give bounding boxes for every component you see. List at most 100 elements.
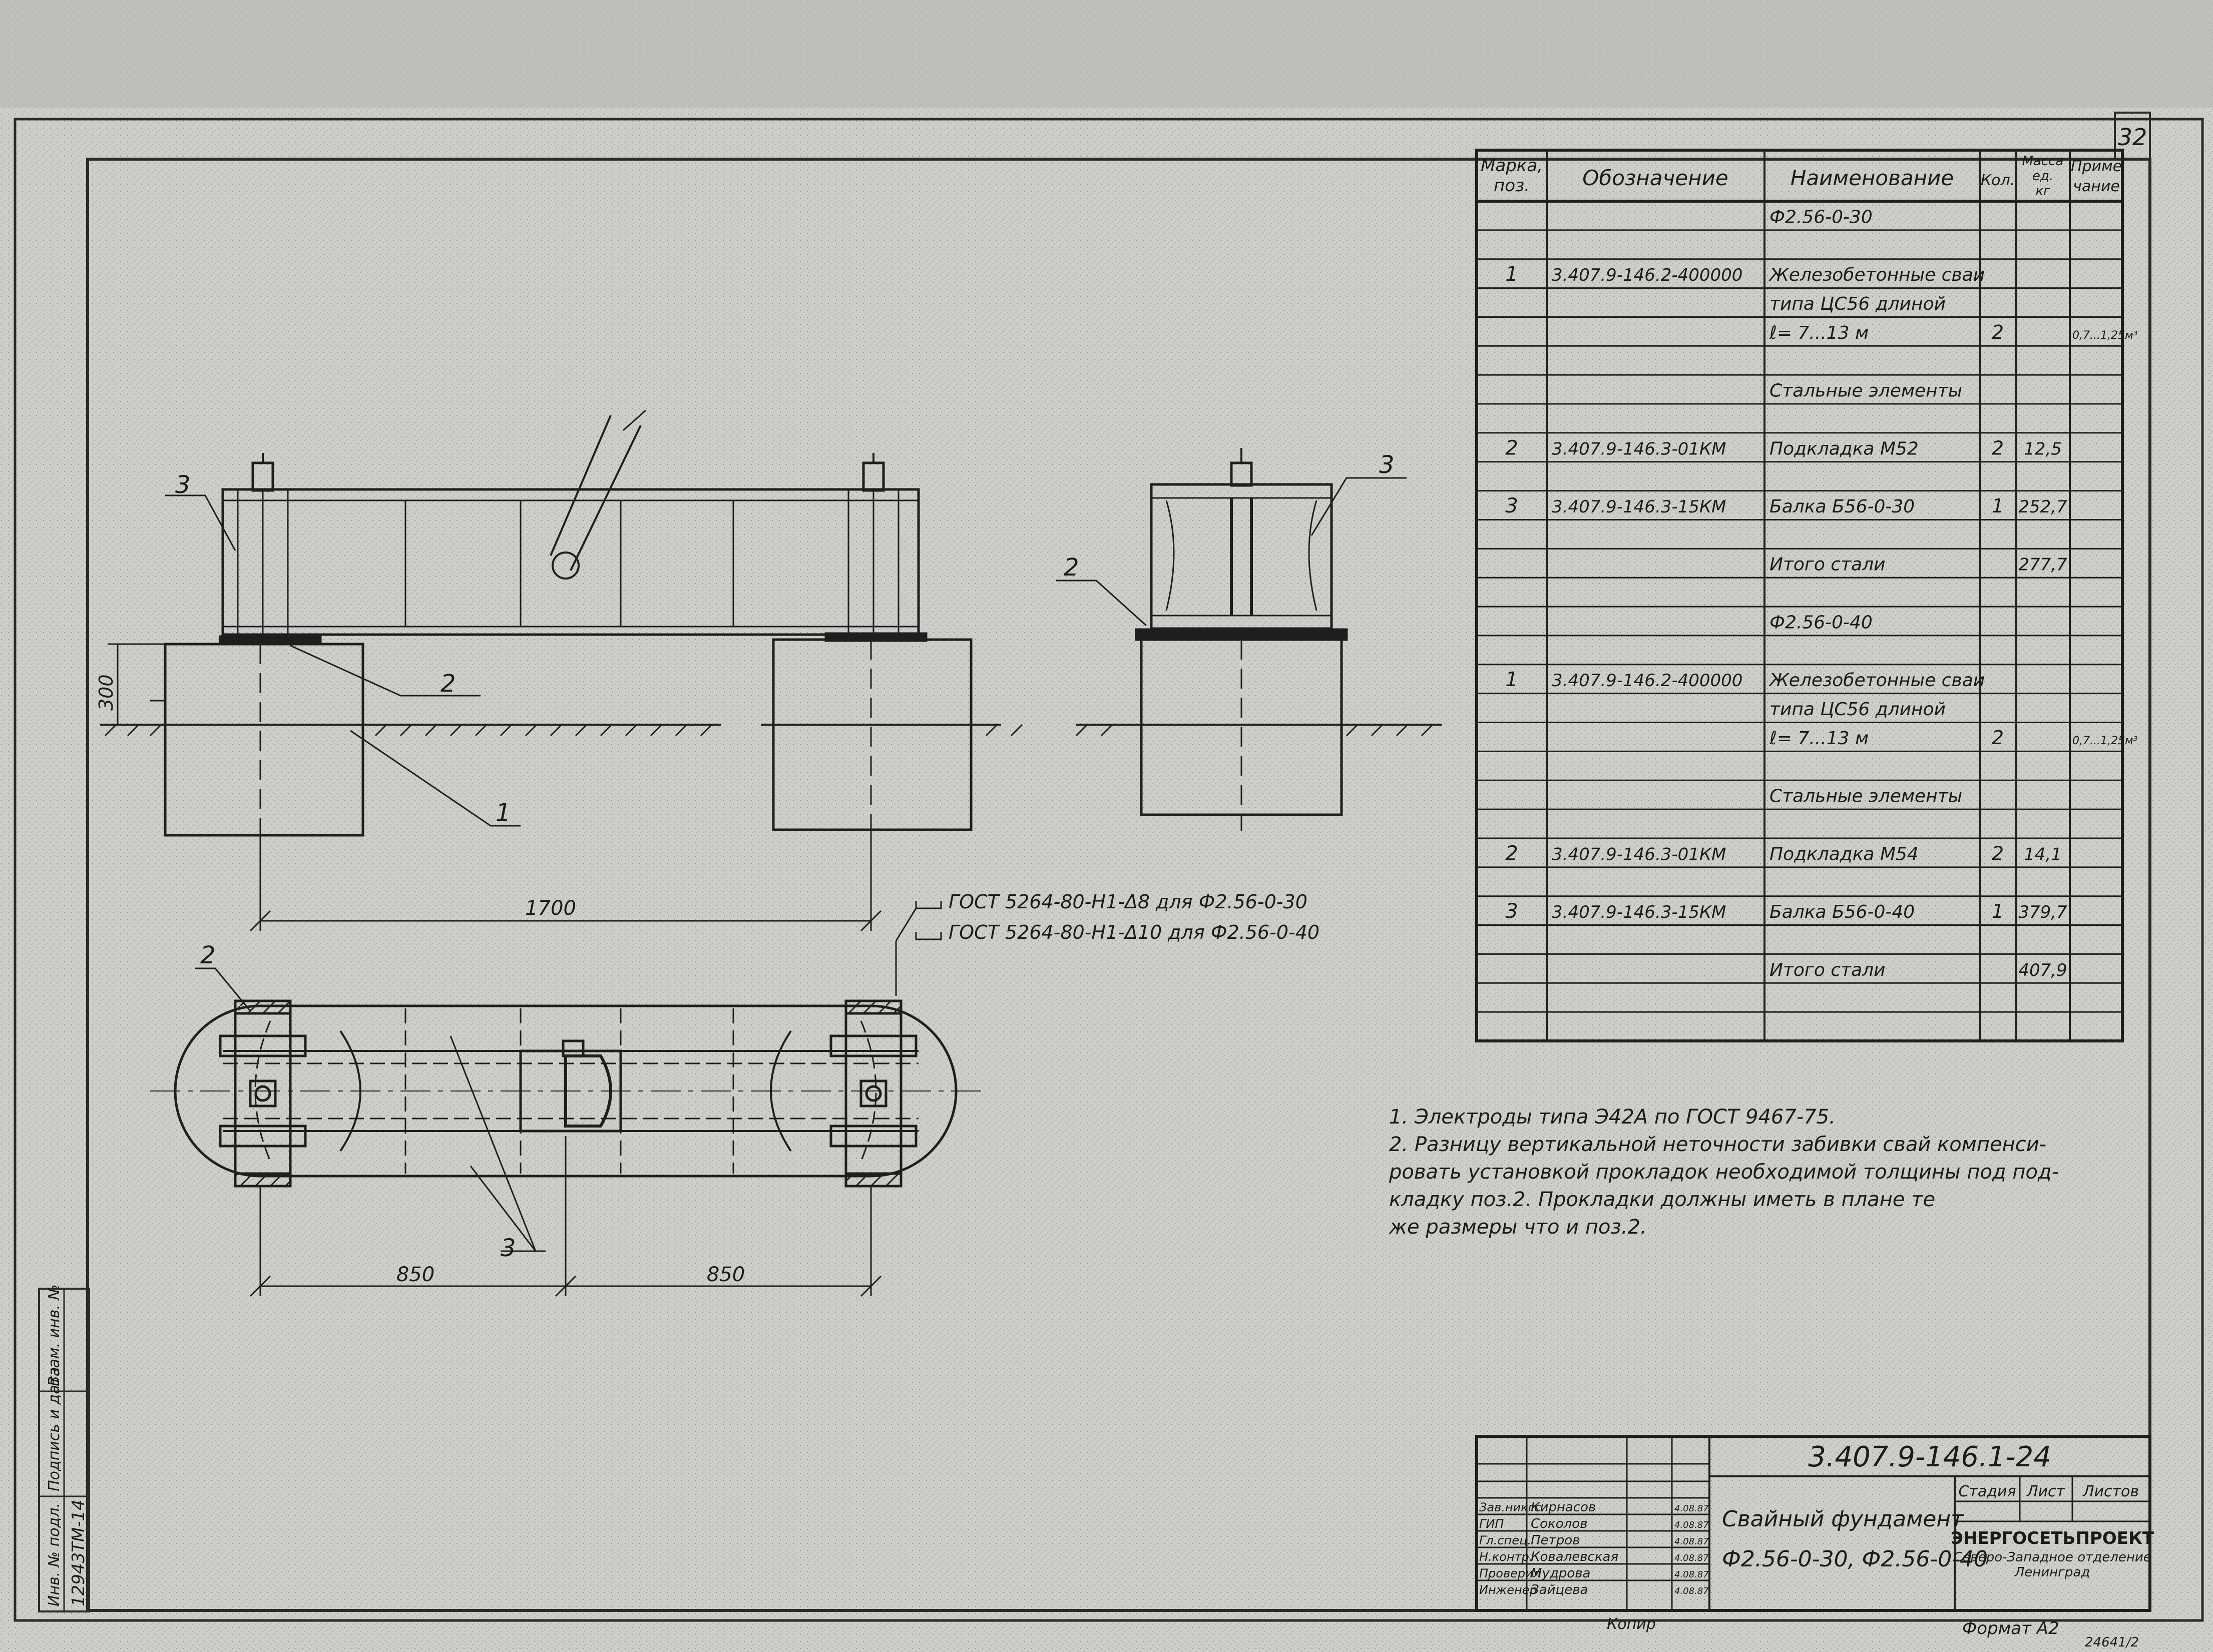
hdr-qty: Кол. [1981, 172, 2015, 189]
hdr-name: Наименование [1791, 166, 1954, 190]
callout-3-elevation: 3 [175, 471, 191, 499]
plan-view [150, 967, 981, 1297]
callout-1-elevation: 1 [496, 799, 511, 827]
table-cell-designation: 3.407.9-146.3-15КМ [1552, 497, 1726, 517]
spec-header: Марка, поз. Обозначение Наименование Кол… [1481, 154, 2122, 199]
note-line-1: 1. Электроды типа Э42А по ГОСТ 9467-75. [1389, 1106, 1836, 1129]
signature-name: Мудрова [1531, 1566, 1590, 1581]
table-cell-qty: 2 [1992, 321, 2004, 343]
table-cell-mark: 2 [1505, 436, 1518, 459]
signature-role: Гл.спец. [1479, 1533, 1531, 1547]
dim-850-right: 850 [707, 1263, 745, 1286]
table-cell-mass: 12,5 [2024, 439, 2062, 459]
title-line-1: Свайный фундамент [1722, 1506, 1964, 1532]
top-strip [0, 0, 2213, 108]
hdr-mass-1: Масса [2022, 154, 2064, 169]
signature-date: 4.08.87 [1674, 1586, 1709, 1596]
signature-role: Инженер [1479, 1583, 1537, 1597]
note-line-5: же размеры что и поз.2. [1389, 1216, 1647, 1239]
table-cell-qty: 2 [1992, 727, 2004, 749]
signature-date: 4.08.87 [1674, 1503, 1709, 1514]
signature-role: ГИП [1479, 1517, 1504, 1531]
lifting-loop [550, 415, 642, 571]
signature-name: Петров [1531, 1533, 1580, 1548]
hdr-note-2: чание [2073, 178, 2120, 195]
table-cell-qty: 1 [1992, 495, 2004, 517]
table-cell-mass: 379,7 [2018, 902, 2067, 922]
hdr-mark-2: поз. [1494, 176, 1530, 196]
table-cell-designation: 3.407.9-146.3-01КМ [1552, 439, 1726, 459]
corner-stamp: 24641/2 [2085, 1635, 2139, 1650]
dim-1700: 1700 [525, 897, 576, 920]
sheet-label: Лист [2026, 1483, 2066, 1500]
callout-2-elevation: 2 [440, 670, 456, 698]
table-cell-name: Железобетонные сваи [1768, 265, 1985, 285]
table-cell-name: Стальные элементы [1769, 786, 1962, 807]
signature-date: 4.08.87 [1674, 1520, 1709, 1530]
table-cell-designation: 3.407.9-146.2-400000 [1552, 265, 1742, 285]
table-cell-note: 0,7...1,25м³ [2072, 735, 2138, 747]
sheet-number-box [2114, 112, 2151, 160]
format-label: Формат А2 [1962, 1618, 2059, 1638]
outer-frame [14, 118, 2204, 1622]
callout-2-plan: 2 [200, 941, 216, 969]
dim-300: 300 [95, 674, 117, 711]
signature-date: 4.08.87 [1674, 1553, 1709, 1563]
stage-label: Стадия [1958, 1483, 2016, 1500]
title-line-2: Ф2.56-0-30, Ф2.56-0-40 [1722, 1546, 1988, 1572]
signature-role: Проверил [1479, 1566, 1541, 1580]
table-cell-name: Ф2.56-0-40 [1769, 612, 1873, 633]
table-cell-designation: 3.407.9-146.2-400000 [1552, 671, 1742, 691]
hdr-note-1: Приме [2071, 158, 2122, 175]
table-cell-mass: 252,7 [2018, 497, 2067, 517]
hdr-mass-3: кг [2035, 184, 2050, 199]
sheets-label: Листов [2082, 1483, 2139, 1500]
hdr-mass-2: ед. [2032, 169, 2053, 184]
spec-table [1475, 149, 2124, 1042]
callout-3-section: 3 [1379, 451, 1395, 479]
table-cell-name: Итого стали [1769, 960, 1886, 980]
pad-plate-left [219, 635, 322, 645]
table-cell-note: 0,7...1,25м³ [2072, 329, 2138, 342]
hdr-designation: Обозначение [1582, 166, 1728, 190]
table-cell-designation: 3.407.9-146.3-01КМ [1552, 844, 1726, 864]
weld-notes: ГОСТ 5264-80-Н1-Δ8 для Ф2.56-0-30 ГОСТ 5… [895, 891, 1319, 996]
inner-frame [86, 158, 2151, 1612]
signature-name: Соколов [1531, 1516, 1588, 1531]
ground-hatching [104, 724, 1434, 737]
table-cell-name: Стальные элементы [1769, 381, 1962, 401]
signature-role: Зав.никгс. [1479, 1500, 1545, 1514]
signature-date: 4.08.87 [1674, 1569, 1709, 1580]
table-cell-mass: 407,9 [2018, 960, 2067, 980]
inventory-number: 12943ТМ-14 [69, 1499, 89, 1606]
table-cell-mass: 14,1 [2024, 844, 2062, 864]
org-line-3: Ленинград [2014, 1565, 2090, 1580]
table-cell-name: Балка Б56-0-40 [1769, 902, 1915, 922]
table-cell-name: Подкладка М54 [1769, 844, 1919, 864]
callout-2-section: 2 [1064, 554, 1079, 582]
sheet-number: 32 [2118, 124, 2147, 151]
section-view [1056, 448, 1407, 831]
title-block [1475, 1435, 2151, 1612]
weld-note-1: ГОСТ 5264-80-Н1-Δ8 для Ф2.56-0-30 [949, 891, 1307, 913]
table-cell-name: Железобетонные сваи [1768, 670, 1985, 691]
table-cell-name: ℓ= 7...13 м [1769, 323, 1869, 343]
table-cell-name: типа ЦС56 длиной [1769, 294, 1946, 314]
hdr-mark-1: Марка, [1481, 156, 1543, 176]
side-label-replace: Взам. инв. № [46, 1284, 63, 1386]
table-cell-mark: 1 [1505, 263, 1518, 286]
dim-850-left: 850 [396, 1263, 434, 1286]
signature-name: Кирнасов [1531, 1500, 1596, 1515]
signature-name: Ковалевская [1531, 1549, 1618, 1564]
side-label-inv: Инв. № подл. [46, 1503, 63, 1606]
table-cell-mark: 3 [1505, 900, 1518, 923]
side-stamp: Инв. № подл. Подпись и дата Взам. инв. №… [38, 1284, 90, 1612]
table-cell-qty: 2 [1992, 842, 2004, 864]
table-cell-qty: 2 [1992, 437, 2004, 459]
table-cell-mass: 277,7 [2018, 555, 2067, 575]
table-cell-mark: 2 [1505, 842, 1518, 865]
side-label-sign: Подпись и дата [46, 1367, 63, 1492]
